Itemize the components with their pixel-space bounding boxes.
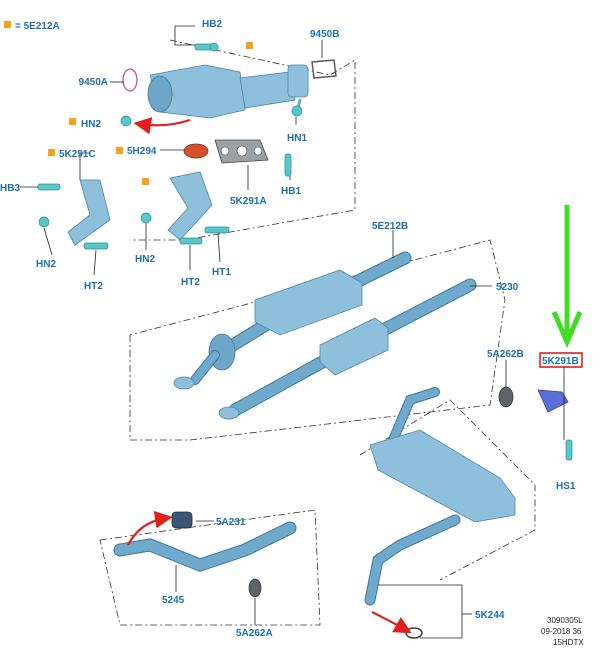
clamp-5k244 [405,627,423,639]
label-hn1: HN1 [287,133,307,144]
label-hb3: HB3 [0,183,20,194]
nut-hn2-top [120,115,132,127]
arrow-hn2 [133,117,191,135]
arrow-5k244 [371,611,412,634]
stud-ht1 [204,226,230,234]
label-5230: 5230 [496,282,519,293]
isolator-5a262a [248,578,262,598]
bracket-5k291b [537,389,569,413]
isolator-5a262b [498,386,514,408]
assembly-outlines [99,39,536,626]
label-5a262a: 5A262A [236,628,273,639]
stud-ht2-mid [179,237,203,245]
reference-line-1: 3090305L [547,616,583,625]
label-9450b: 9450B [310,29,339,40]
bracket-5k291c [67,179,111,246]
stud-ht2-left [83,242,109,250]
green-highlight-arrow [551,205,583,349]
label-5k291a: 5K291A [230,196,267,207]
leader-lines [20,25,565,639]
orange-markers [48,42,253,185]
part-labels: HB2 9450B 9450A HN2 HN1 5K291C 5H294 5K2… [0,19,579,639]
nut-hn2-left [38,216,50,228]
label-hb2: HB2 [202,19,222,30]
screw-hs1 [565,439,573,461]
label-ht2-left: HT2 [84,281,103,292]
label-5e212b: 5E212B [372,221,408,232]
front-muffler-assembly [173,251,412,390]
label-hn2-left: HN2 [36,259,56,270]
reference-text: 3090305L 09-2018 36 15HDTX [541,616,584,647]
bolt-hb3 [37,183,61,191]
nut-hn2-mid [140,212,152,224]
gasket-9450a-ring [122,68,138,92]
label-9450a: 9450A [79,77,108,88]
label-5245: 5245 [162,595,185,606]
bolt-hb1 [284,153,292,177]
label-5h294: 5H294 [127,146,157,157]
bolt-hb2 [194,42,219,52]
label-hb1: HB1 [281,186,301,197]
nut-hn1 [291,105,303,117]
highlight-box-5k291b [539,352,583,368]
reference-line-2: 09-2018 36 [541,627,582,636]
label-ht1: HT1 [212,267,231,278]
clamp-5a231 [171,511,193,529]
gasket-5k291a [214,139,269,164]
legend: = 5E212A [4,21,60,32]
pipe-5230 [218,278,477,420]
arrow-5a231 [127,510,173,546]
label-5a231: 5A231 [216,517,246,528]
seal-5h294 [183,143,209,159]
front-muffler-outline [129,239,506,441]
label-5k291b: 5K291B [542,356,579,367]
label-5k291c: 5K291C [59,149,96,160]
label-hn2-mid: HN2 [135,254,155,265]
tailpipe-5245 [113,521,297,572]
label-5k244: 5K244 [475,610,505,621]
label-5a262b-top: 5A262B [487,349,524,360]
tailpipe-outline [99,509,321,626]
legend-text: = 5E212A [15,21,60,32]
label-ht2-mid: HT2 [181,277,200,288]
label-hs1: HS1 [556,481,576,492]
gasket-9450b [311,59,337,79]
label-hn2-top: HN2 [81,119,101,130]
legend-marker [4,21,11,28]
reference-line-3: 15HDTX [553,638,584,647]
rear-muffler-outline [359,399,536,581]
callout-arrows [127,117,412,634]
catalytic-converter [122,64,309,119]
rear-muffler [364,387,516,606]
